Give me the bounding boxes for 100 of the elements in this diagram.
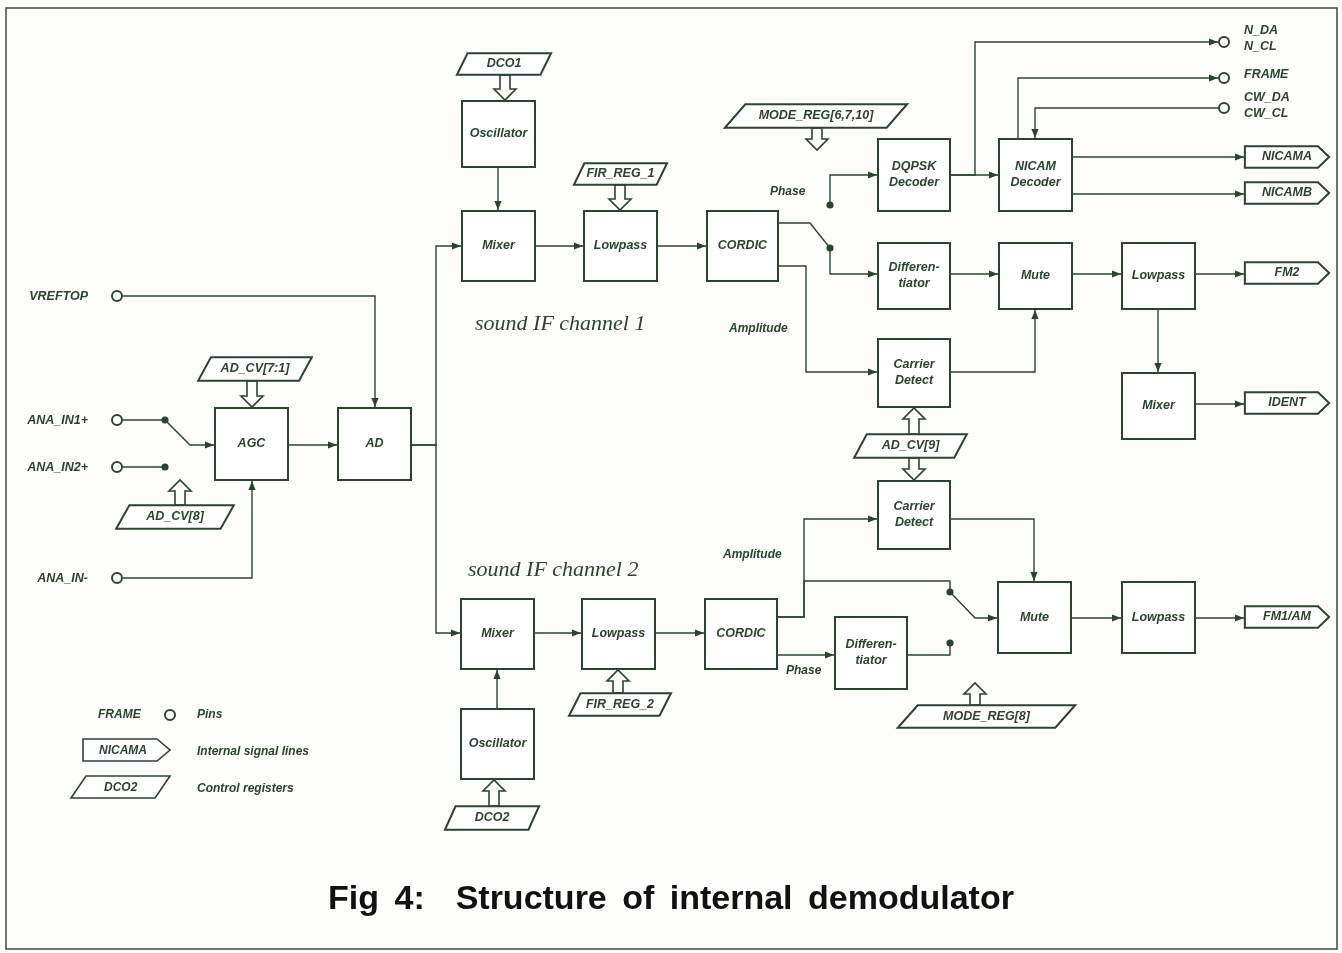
block-label: Mute	[1019, 268, 1052, 284]
edge-label: Amplitude	[723, 547, 782, 562]
control-arrow	[962, 681, 988, 706]
signal-arrow	[1154, 309, 1162, 373]
process-box	[460, 598, 535, 670]
signal-arrow	[411, 444, 461, 637]
register-box	[573, 163, 668, 185]
register-box	[115, 505, 235, 529]
channel-heading: sound IF channel 2	[468, 556, 639, 583]
signal-arrow	[1071, 614, 1122, 622]
signal-arrow	[950, 518, 1038, 582]
channel-heading: sound IF channel 1	[475, 310, 646, 337]
pin-circle	[111, 572, 123, 584]
process-box	[834, 616, 908, 690]
signal-arrow	[657, 242, 707, 250]
signal-arrow	[778, 265, 878, 376]
signal-arrow	[655, 629, 705, 637]
control-arrow	[492, 74, 518, 102]
register-box	[444, 806, 540, 830]
signal-arrow	[122, 480, 256, 579]
signal-arrow	[777, 651, 835, 659]
figure-caption: Fig 4: Structure of internal demodulator	[328, 878, 1014, 916]
process-box	[583, 210, 658, 282]
pin-circle	[111, 414, 123, 426]
register-label: MODE_REG[6,7,10]	[757, 108, 875, 124]
control-arrow	[239, 380, 265, 409]
pin-label: CW_CL	[1244, 105, 1289, 121]
pin-label: VREFTOP	[29, 288, 88, 304]
block-label: NICAM Decoder	[1009, 159, 1062, 191]
signal-arrow	[1072, 153, 1245, 161]
pin-label: FRAME	[1244, 66, 1289, 82]
block-label: CORDIC	[715, 626, 767, 642]
signal-arrow	[494, 167, 502, 211]
legend-text: Pins	[197, 707, 223, 722]
control-arrow	[804, 127, 830, 152]
block-label: Oscillator	[468, 126, 529, 142]
register-label: MODE_REG[8]	[942, 708, 1031, 725]
block-label: Lowpass	[1130, 268, 1187, 284]
register-label: DCO1	[485, 56, 523, 72]
process-box	[706, 210, 779, 282]
process-box	[997, 581, 1072, 654]
signal-label: FM1/AM	[1262, 609, 1312, 625]
signal-arrow	[493, 669, 501, 709]
pin-label: N_DA	[1244, 22, 1279, 38]
block-label: Mixer	[480, 626, 516, 642]
control-arrow	[605, 668, 631, 694]
process-box	[998, 242, 1073, 310]
block-label: Differen- tiator	[887, 260, 941, 292]
block-label: Mixer	[481, 238, 517, 254]
block-label: Carrier Detect	[892, 499, 936, 531]
block-label: Mixer	[1141, 398, 1177, 414]
block-label: Carrier Detect	[892, 357, 936, 389]
legend-sample-label: DCO2	[104, 780, 138, 795]
signal-arrow	[288, 441, 338, 449]
signal-arrow	[122, 295, 379, 408]
pin-label: ANA_IN-	[37, 570, 88, 586]
register-label: AD_CV[8]	[145, 509, 205, 525]
process-box	[1121, 581, 1196, 654]
process-box	[460, 708, 535, 780]
signal-arrow	[534, 629, 582, 637]
pin-circle	[111, 290, 123, 302]
signal-tag	[1244, 146, 1330, 168]
register-label: DCO2	[473, 810, 511, 826]
process-box	[1121, 242, 1196, 310]
process-box	[877, 242, 951, 310]
process-box	[581, 598, 656, 670]
pin-circle	[1218, 72, 1230, 84]
signal-tag	[1244, 606, 1330, 628]
signal-arrow	[1195, 270, 1245, 278]
block-label: Lowpass	[592, 238, 649, 254]
edge-label: Amplitude	[729, 321, 788, 336]
process-box	[704, 598, 778, 670]
signal-arrow	[950, 309, 1039, 373]
register-box	[723, 104, 909, 128]
process-box	[214, 407, 289, 481]
process-box	[337, 407, 412, 481]
signal-label: FM2	[1273, 265, 1301, 281]
register-box	[197, 357, 313, 381]
signal-arrow	[122, 419, 215, 449]
legend-text: Internal signal lines	[197, 744, 310, 759]
legend-sample-label: NICAMA	[99, 743, 147, 758]
block-label: AGC	[236, 436, 267, 452]
block-label: DQPSK Decoder	[888, 159, 941, 191]
register-label: AD_CV[9]	[880, 438, 941, 454]
signal-tag	[1244, 262, 1330, 284]
process-box	[1121, 372, 1196, 440]
signal-label: IDENT	[1267, 395, 1308, 411]
signal-arrow	[950, 270, 999, 278]
block-label: Oscillator	[467, 736, 528, 752]
register-box	[568, 693, 672, 716]
process-box	[998, 138, 1073, 212]
pin-label: ANA_IN1+	[27, 412, 88, 428]
block-label: Lowpass	[590, 626, 647, 642]
signal-tag	[1244, 182, 1330, 204]
control-arrow	[607, 184, 633, 212]
signal-label: NICAMB	[1261, 185, 1313, 201]
legend-sample-label: FRAME	[98, 707, 141, 722]
signal-arrow	[950, 38, 1219, 176]
block-label: CORDIC	[716, 238, 769, 254]
signal-arrow	[777, 580, 998, 622]
